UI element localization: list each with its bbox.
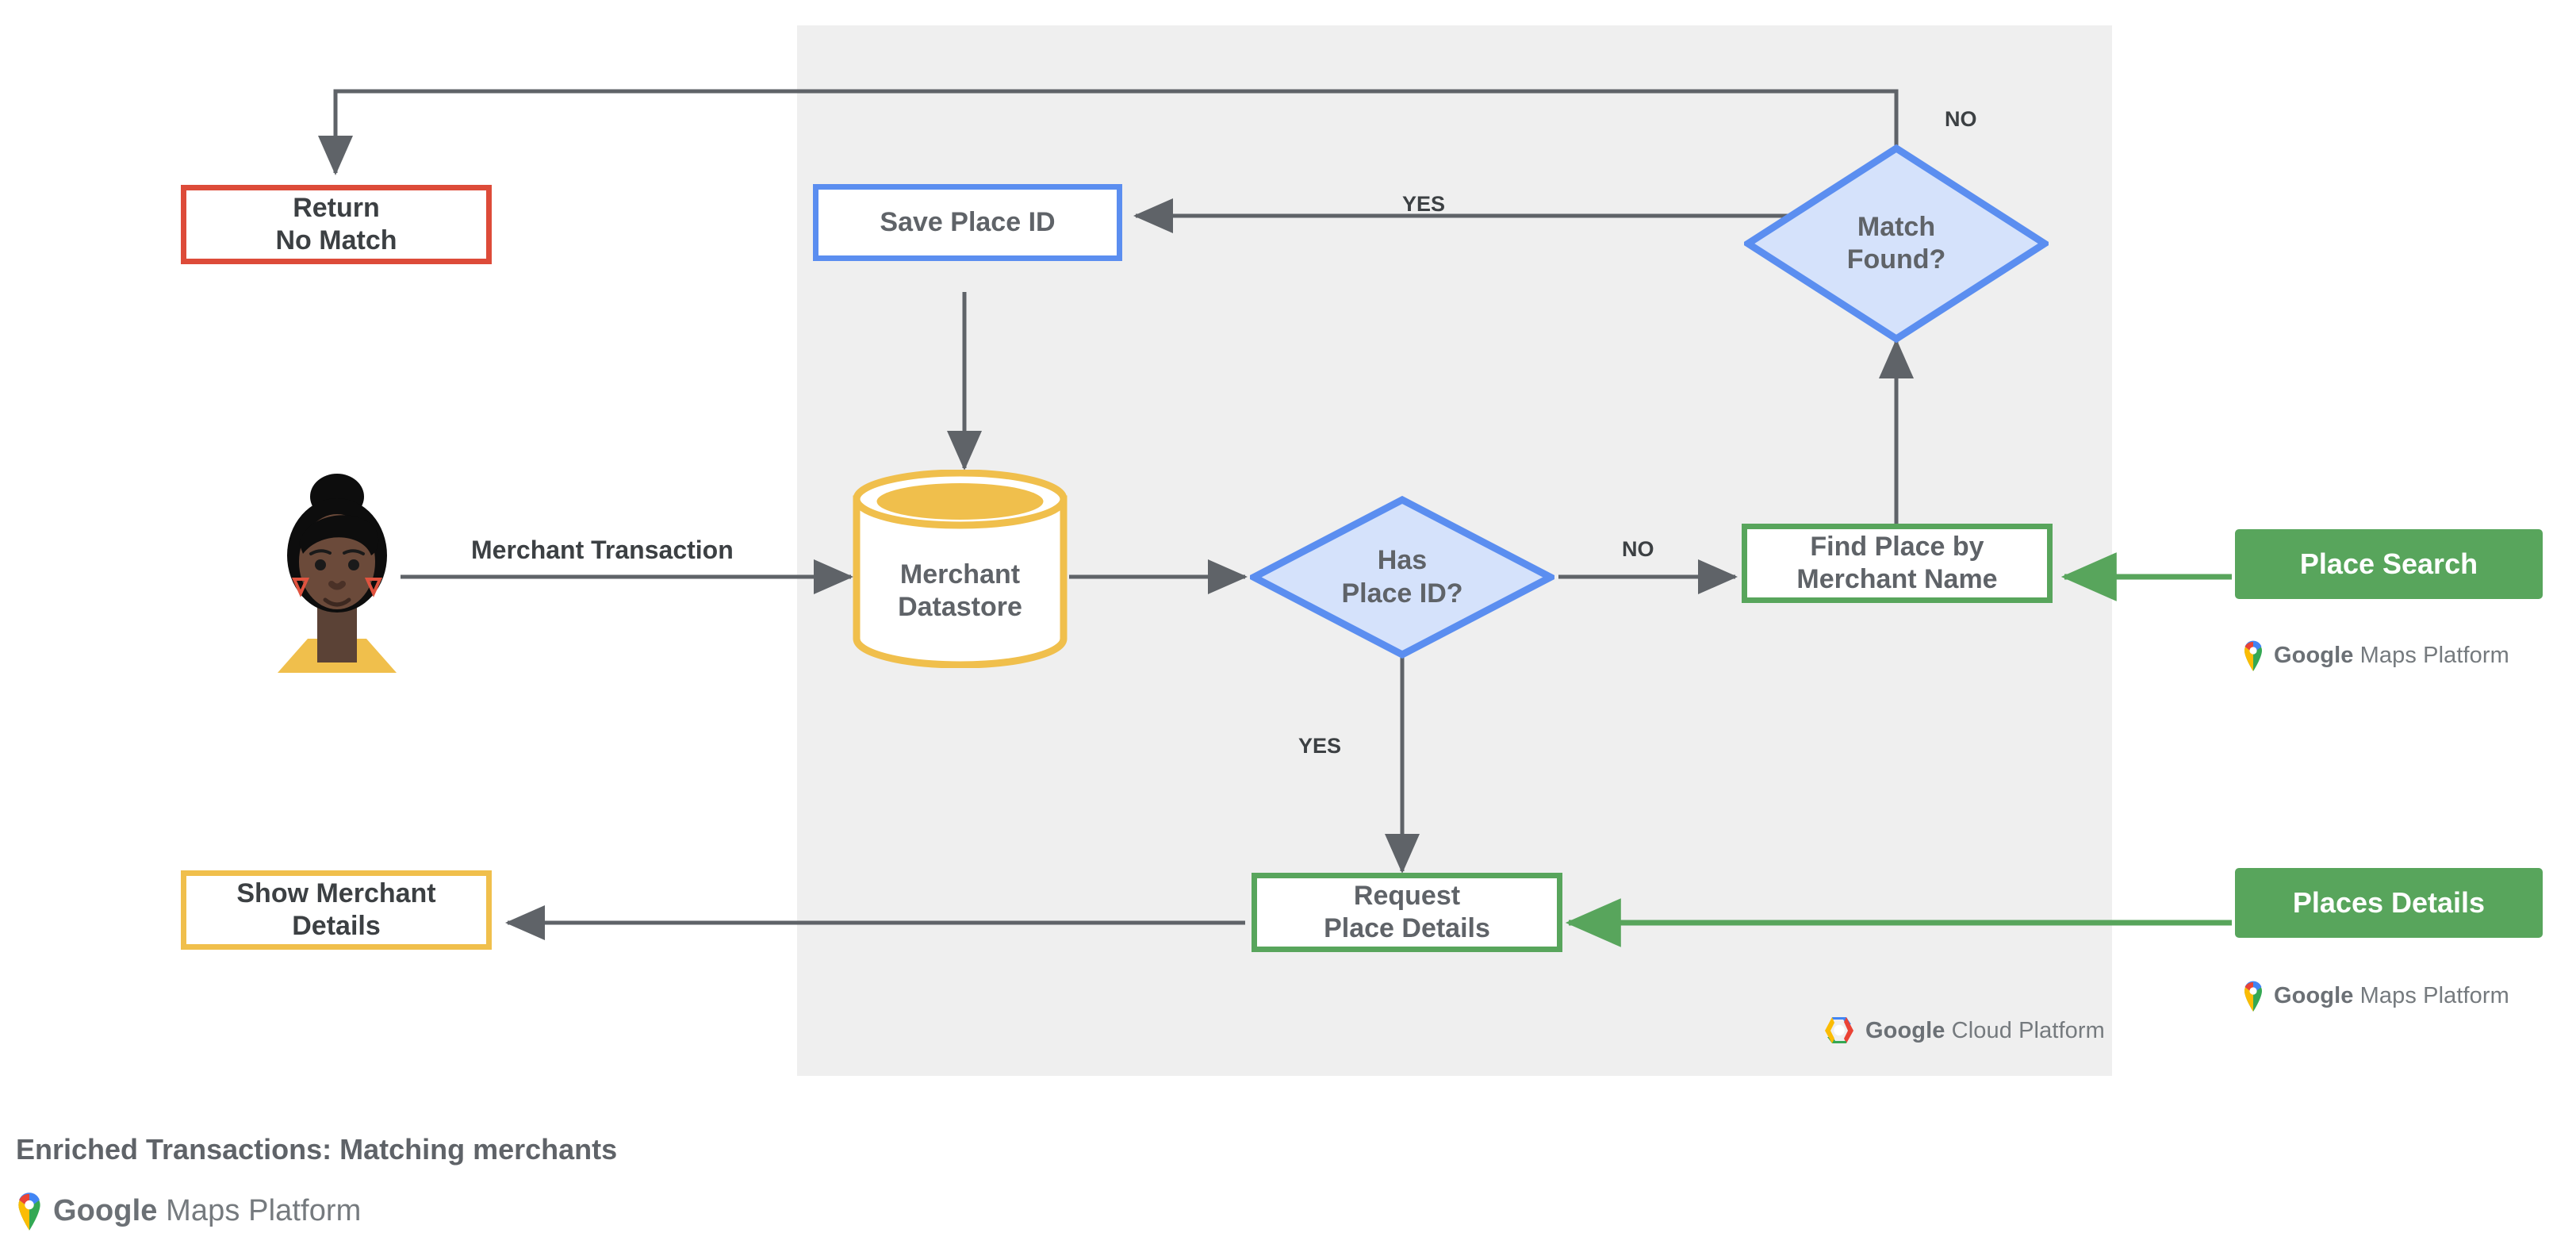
api-button-places-details[interactable]: Places Details bbox=[2235, 868, 2543, 938]
node-show-merchant-details[interactable]: Show Merchant Details bbox=[181, 870, 492, 950]
node-find-place-by-merchant-name[interactable]: Find Place by Merchant Name bbox=[1742, 524, 2053, 603]
google-cloud-hexagon-icon bbox=[1825, 1017, 1853, 1043]
node-find-place-by-merchant-name-label: Find Place by Merchant Name bbox=[1796, 531, 1998, 594]
edge-label-has-place-id-yes: YES bbox=[1298, 734, 1342, 758]
node-return-no-match[interactable]: Return No Match bbox=[181, 185, 492, 264]
decision-match-found[interactable]: Match Found? bbox=[1744, 144, 2049, 343]
maps-platform-logo-place-search: Google Maps Platform bbox=[2241, 639, 2509, 672]
decision-has-place-id[interactable]: Has Place ID? bbox=[1250, 496, 1554, 659]
google-maps-pin-icon bbox=[2244, 981, 2262, 1012]
edge-label-has-place-id-no: NO bbox=[1622, 537, 1654, 561]
node-request-place-details[interactable]: Request Place Details bbox=[1252, 873, 1562, 952]
footer-maps-platform-logo: Google Maps Platform bbox=[14, 1190, 361, 1231]
maps-platform-logo-text: Google Maps Platform bbox=[2274, 642, 2509, 668]
cylinder-shape bbox=[853, 470, 1068, 668]
google-maps-pin-icon bbox=[18, 1192, 40, 1231]
maps-platform-logo-text: Google Maps Platform bbox=[2274, 982, 2509, 1008]
avatar-illustration bbox=[278, 474, 397, 673]
api-button-places-details-label: Places Details bbox=[2292, 886, 2486, 919]
api-button-place-search[interactable]: Place Search bbox=[2235, 529, 2543, 599]
merchant-user-avatar bbox=[262, 460, 412, 674]
diamond-shape bbox=[1744, 144, 2049, 343]
google-cloud-platform-logo-text: Google Cloud Platform bbox=[1865, 1017, 2105, 1043]
node-request-place-details-label: Request Place Details bbox=[1324, 880, 1490, 943]
diamond-shape bbox=[1250, 496, 1554, 659]
node-return-no-match-label: Return No Match bbox=[275, 192, 397, 255]
edge-label-match-found-yes: YES bbox=[1402, 192, 1446, 216]
node-save-place-id-label: Save Place ID bbox=[880, 206, 1056, 237]
decision-has-place-id-label: Has Place ID? bbox=[1341, 545, 1463, 609]
footer-maps-platform-logo-text: Google Maps Platform bbox=[53, 1193, 362, 1227]
node-save-place-id[interactable]: Save Place ID bbox=[813, 184, 1122, 261]
decision-match-found-label: Match Found? bbox=[1846, 211, 1946, 275]
datastore-merchant-label: Merchant Datastore bbox=[898, 559, 1022, 622]
api-button-place-search-label: Place Search bbox=[2299, 547, 2478, 580]
edge-label-match-found-no: NO bbox=[1945, 107, 1977, 131]
maps-platform-logo-places-details: Google Maps Platform bbox=[2241, 979, 2509, 1012]
google-cloud-platform-logo: Google Cloud Platform bbox=[1822, 1016, 2105, 1046]
page-title: Enriched Transactions: Matching merchant… bbox=[16, 1133, 618, 1166]
edge-label-merchant-transaction: Merchant Transaction bbox=[471, 536, 734, 564]
node-show-merchant-details-label: Show Merchant Details bbox=[236, 878, 436, 941]
google-maps-pin-icon bbox=[2244, 640, 2262, 671]
datastore-merchant[interactable]: Merchant Datastore bbox=[851, 470, 1069, 668]
